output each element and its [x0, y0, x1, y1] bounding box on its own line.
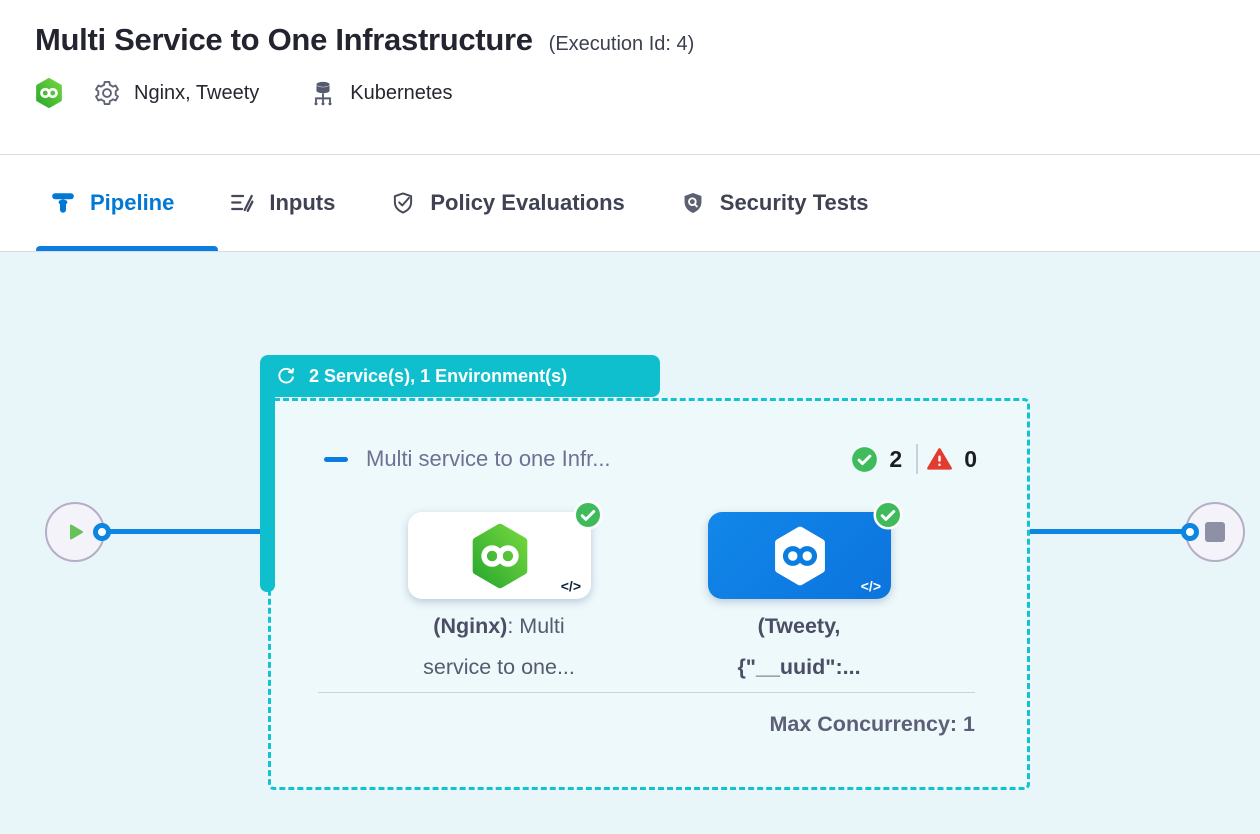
tab-security-tests-label: Security Tests — [719, 190, 869, 215]
code-icon: </> — [560, 578, 581, 594]
harness-service-icon — [771, 525, 829, 587]
end-connector-port[interactable] — [1181, 523, 1199, 541]
stage-group-strip — [260, 372, 275, 592]
service-name-bold: (Nginx) — [433, 614, 508, 638]
max-concurrency-label: Max Concurrency: 1 — [769, 712, 975, 736]
service-environment-badge-label: 2 Service(s), 1 Environment(s) — [309, 365, 568, 386]
service-node-nginx[interactable]: </> — [408, 500, 603, 599]
tab-inputs[interactable]: Inputs — [229, 190, 335, 216]
shield-search-icon — [680, 190, 706, 216]
count-divider — [916, 444, 919, 474]
edge-stage-to-end — [1030, 529, 1188, 534]
execution-id-label: (Execution Id: 4) — [548, 33, 695, 55]
tab-policy-evaluations[interactable]: Policy Evaluations — [390, 190, 625, 216]
infrastructure-icon — [309, 79, 337, 107]
play-icon — [63, 520, 87, 544]
start-connector-port[interactable] — [93, 523, 111, 541]
execution-tabbar: Pipeline Inputs Policy Evaluations — [0, 155, 1260, 252]
harness-service-icon — [468, 522, 532, 590]
service-node-tweety[interactable]: </> — [708, 500, 903, 599]
service-node-label-tweety[interactable]: (Tweety, {"__uuid":... — [699, 606, 899, 688]
inputs-icon — [229, 190, 255, 216]
infrastructure-label: Kubernetes — [350, 81, 453, 104]
success-count-icon — [851, 446, 878, 473]
shield-check-icon — [390, 190, 416, 216]
edge-start-to-stage — [100, 529, 262, 534]
stage-footer-divider — [318, 692, 975, 693]
error-count-icon — [926, 446, 953, 473]
success-count: 2 — [889, 445, 903, 472]
page-title: Multi Service to One Infrastructure — [35, 22, 533, 57]
service-environment-badge[interactable]: 2 Service(s), 1 Environment(s) — [260, 355, 660, 397]
service-name-rest: : Multi service to one... — [423, 614, 575, 679]
tab-pipeline-label: Pipeline — [90, 190, 175, 215]
error-count: 0 — [964, 445, 977, 472]
stage-name[interactable]: Multi service to one Infr... — [366, 446, 611, 471]
pipeline-canvas: 2 Service(s), 1 Environment(s) Multi ser… — [0, 252, 1260, 834]
harness-service-icon — [35, 78, 63, 108]
tab-inputs-label: Inputs — [269, 190, 336, 215]
stage-header: Multi service to one Infr... 2 0 — [324, 444, 977, 474]
tab-policy-evaluations-label: Policy Evaluations — [430, 190, 625, 215]
active-tab-underline — [36, 246, 218, 251]
success-badge-icon — [873, 500, 903, 530]
service-name-bold: (Tweety, {"__uuid":... — [737, 614, 861, 679]
stop-icon — [1205, 522, 1225, 542]
code-icon: </> — [860, 578, 881, 594]
success-badge-icon — [573, 500, 603, 530]
execution-header: Multi Service to One Infrastructure (Exe… — [0, 0, 1260, 155]
service-node-label-nginx[interactable]: (Nginx): Multi service to one... — [399, 606, 599, 688]
gear-icon — [93, 79, 121, 107]
stage-group-box: Multi service to one Infr... 2 0 — [268, 398, 1030, 790]
tab-pipeline[interactable]: Pipeline — [50, 190, 174, 216]
loop-icon — [275, 365, 297, 387]
services-label: Nginx, Tweety — [134, 81, 260, 104]
pipeline-icon — [50, 190, 76, 216]
pipeline-start-node[interactable] — [45, 502, 105, 562]
tab-security-tests[interactable]: Security Tests — [680, 190, 869, 216]
collapse-stage-icon[interactable] — [324, 456, 348, 462]
